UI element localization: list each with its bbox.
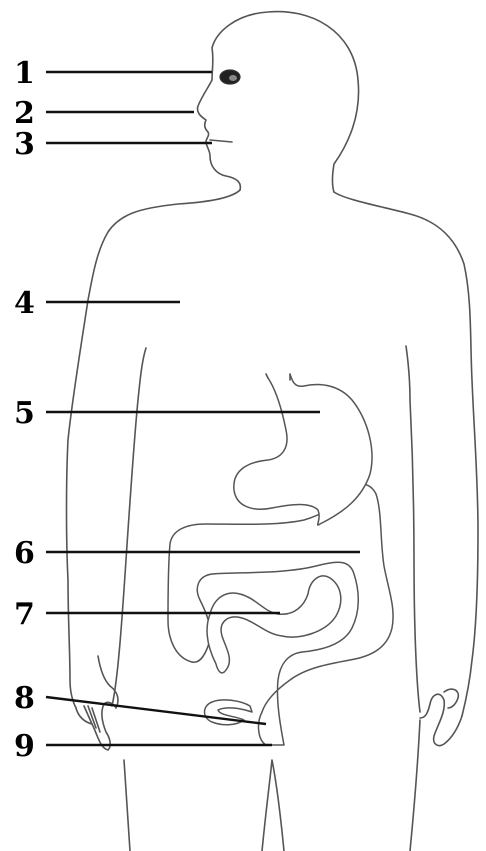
crotch-outline <box>262 760 284 851</box>
left-leg-outline <box>124 760 130 851</box>
stomach-shape <box>234 374 372 525</box>
label-3: 3 <box>14 127 35 162</box>
label-1: 1 <box>14 56 35 91</box>
left-inner-arm <box>112 348 146 706</box>
label-5: 5 <box>14 396 35 431</box>
right-inner-arm <box>406 346 420 712</box>
label-2: 2 <box>14 96 35 131</box>
organs <box>168 70 393 745</box>
left-fingers <box>84 706 100 732</box>
label-9: 9 <box>14 729 35 764</box>
label-6: 6 <box>14 536 35 571</box>
label-7: 7 <box>14 597 35 632</box>
right-leg-outline <box>410 720 420 851</box>
number-labels: 1 2 3 4 5 6 7 8 9 <box>14 56 35 764</box>
label-8: 8 <box>14 681 35 716</box>
eye-highlight <box>229 75 237 81</box>
label-4: 4 <box>14 286 35 321</box>
mouth-shape <box>210 140 232 142</box>
right-thumb <box>444 689 458 708</box>
head-outline <box>197 12 358 192</box>
